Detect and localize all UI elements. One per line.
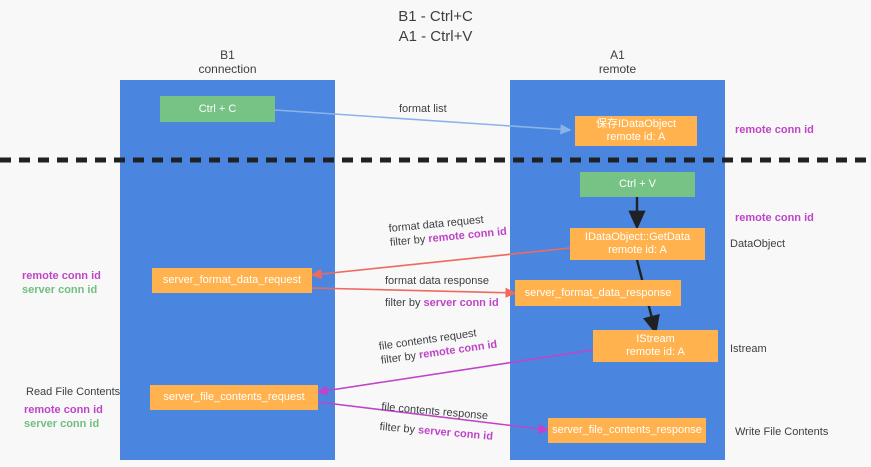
edge-label-format-list: format list [399, 103, 447, 115]
column-header-b1: B1 connection [198, 48, 257, 76]
annotation-left-remote-conn-id-mid: remote conn id [22, 270, 101, 282]
node-getdata[interactable]: IDataObject::GetData remote id: A [570, 228, 705, 260]
node-save-dataobject[interactable]: 保存IDataObject remote id: A [575, 116, 697, 146]
edge-label-format-data-response: format data response filter by server co… [385, 274, 499, 310]
annotation-write-file-contents: Write File Contents [735, 426, 829, 438]
annotation-left-server-conn-id-bottom: server conn id [24, 418, 100, 430]
node-istream[interactable]: IStream remote id: A [593, 330, 718, 362]
edge-label-file-contents-request: file contents request filter by remote c… [378, 324, 498, 368]
node-server-file-contents-request[interactable]: server_file_contents_request [150, 385, 318, 410]
node-ctrl-v[interactable]: Ctrl + V [580, 172, 695, 197]
node-ctrl-c[interactable]: Ctrl + C [160, 96, 275, 122]
annotation-left-server-conn-id-mid: server conn id [22, 284, 98, 296]
annotation-dataobject: DataObject [730, 238, 786, 250]
annotation-remote-conn-id-top: remote conn id [735, 124, 814, 136]
edge-label-file-contents-response-filter: filter by server conn id [379, 420, 494, 443]
node-server-file-contents-response[interactable]: server_file_contents_response [548, 418, 706, 443]
column-header-a1: A1 remote [598, 48, 637, 76]
edge-label-format-data-request: format data request filter by remote con… [388, 211, 508, 250]
edge-label-format-data-response-filter: filter by server conn id [385, 297, 499, 309]
edge-label-format-data-response-title: format data response [385, 275, 489, 287]
annotation-remote-conn-id-mid: remote conn id [735, 212, 814, 224]
annotation-left-remote-conn-id-bottom: remote conn id [24, 404, 103, 416]
node-server-format-data-response[interactable]: server_format_data_response [515, 280, 681, 306]
edge-label-file-contents-response: file contents response filter by server … [379, 400, 495, 444]
diagram-title: B1 - Ctrl+C A1 - Ctrl+V [398, 8, 473, 45]
annotation-read-file-contents: Read File Contents [26, 386, 121, 398]
edge-label-file-contents-response-title: file contents response [380, 400, 489, 423]
node-server-format-data-request[interactable]: server_format_data_request [152, 268, 312, 293]
annotation-istream: Istream [730, 343, 767, 355]
